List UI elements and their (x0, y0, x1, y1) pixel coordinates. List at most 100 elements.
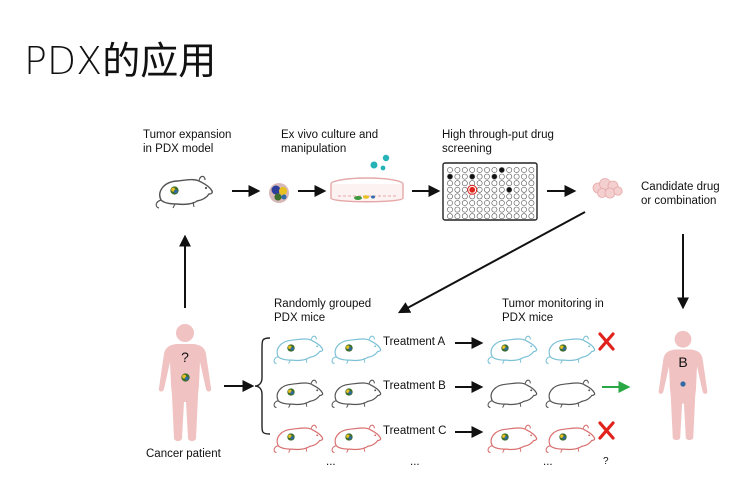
pdx-mouse-icon (273, 379, 324, 409)
well (491, 213, 498, 220)
well (461, 213, 468, 220)
label-line: or combination (641, 195, 717, 207)
well (476, 206, 483, 213)
label-line: PDX mice (274, 312, 326, 324)
well (498, 186, 505, 193)
well (528, 180, 535, 187)
well (447, 213, 453, 220)
label-line: Candidate drug (641, 181, 720, 193)
pdx-mouse-icon (331, 379, 382, 409)
well (498, 200, 505, 206)
well (469, 193, 476, 200)
well (528, 193, 535, 200)
label-line: PDX mice (502, 312, 554, 324)
well (454, 180, 461, 187)
label-ex-vivo: Ex vivo culture and manipulation (281, 128, 378, 156)
well (454, 167, 461, 173)
label-line: screening (442, 143, 492, 155)
well (521, 186, 527, 193)
pdx-mouse-icon (487, 335, 538, 365)
group-bracket (254, 337, 271, 435)
virus-particles-icon (370, 154, 390, 171)
well (447, 193, 453, 200)
tumor-icon (345, 344, 353, 352)
tumor-icon (345, 433, 353, 441)
pdx-mouse-icon (273, 335, 324, 365)
label-line: Randomly grouped (274, 298, 372, 310)
well (447, 180, 453, 187)
result-mark: B (678, 354, 687, 370)
tumor-icon (501, 433, 509, 441)
well (461, 200, 468, 206)
label-tumor-expansion: Tumor expansion in PDX model (143, 128, 231, 156)
ellipsis: ... (543, 456, 553, 468)
well (506, 186, 513, 193)
well (521, 213, 527, 220)
well (506, 206, 513, 213)
unknown-mark: ? (181, 349, 189, 365)
well (506, 167, 513, 173)
tumor-icon (287, 388, 295, 396)
well (454, 193, 461, 200)
pdx-mouse-icon (273, 424, 324, 454)
tumor-icon (559, 433, 567, 441)
well (454, 186, 461, 193)
label-tumor-monitoring: Tumor monitoring in PDX mice (502, 297, 604, 325)
well (454, 173, 461, 180)
well (454, 206, 461, 213)
well (454, 200, 461, 206)
pdx-mouse-icon (545, 335, 596, 365)
pdx-mouse-icon (487, 424, 538, 454)
culture-dish-icon (330, 177, 404, 203)
well (506, 213, 513, 220)
well (447, 173, 453, 180)
well (484, 167, 490, 173)
page-title: PDX的应用 (24, 39, 217, 83)
label-line: Ex vivo culture and (281, 129, 379, 141)
tumor-icon (501, 344, 509, 352)
well (476, 186, 483, 193)
label-cancer-patient: Cancer patient (146, 448, 221, 460)
well (476, 180, 483, 187)
label-screening: High through-put drug screening (442, 128, 554, 156)
well (484, 200, 490, 206)
well (484, 186, 490, 193)
well (476, 200, 483, 206)
well (469, 213, 476, 220)
well (484, 193, 490, 200)
well (528, 213, 535, 220)
well (476, 213, 483, 220)
well (513, 213, 520, 220)
well (498, 180, 505, 187)
well (484, 213, 490, 220)
well (491, 180, 498, 187)
label-random-groups: Randomly grouped PDX mice (274, 297, 371, 325)
well (528, 200, 535, 206)
well (469, 186, 476, 193)
well (454, 213, 461, 220)
well (476, 193, 483, 200)
ellipsis: ... (326, 456, 336, 468)
label-treatment-b: Treatment B (383, 380, 446, 392)
well (491, 173, 498, 180)
well (498, 206, 505, 213)
well (484, 173, 490, 180)
well (469, 206, 476, 213)
flow-arrow (397, 211, 586, 314)
pdx-mouse-icon (155, 175, 213, 209)
well (528, 167, 535, 173)
well (491, 193, 498, 200)
well (513, 180, 520, 187)
well (491, 186, 498, 193)
label-line: Tumor expansion (143, 129, 232, 141)
label-treatment-c: Treatment C (383, 425, 447, 437)
well (447, 167, 453, 173)
well (491, 167, 498, 173)
ellipsis: ... (410, 456, 420, 468)
well (461, 167, 468, 173)
well (513, 173, 520, 180)
well (513, 186, 520, 193)
label-candidate: Candidate drug or combination (641, 180, 720, 208)
well (506, 173, 513, 180)
tumor-icon (559, 344, 567, 352)
